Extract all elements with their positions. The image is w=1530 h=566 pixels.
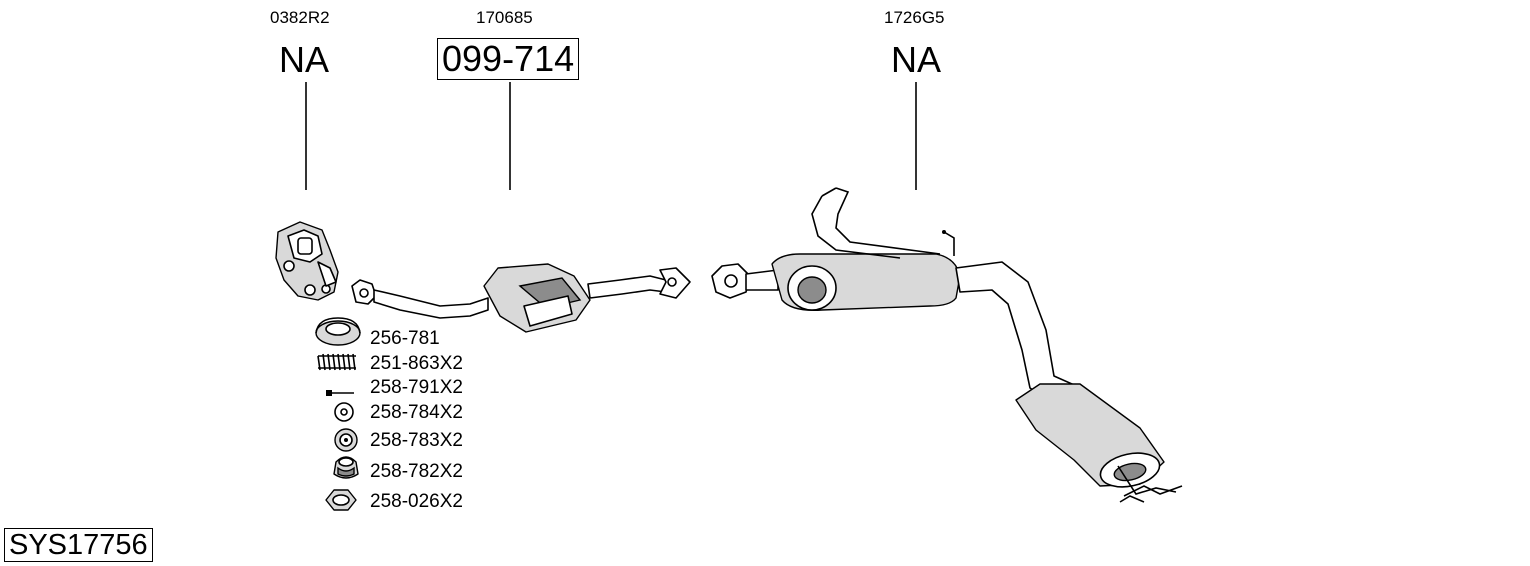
- section-ref-silencer: 1726G5: [884, 8, 945, 27]
- catalyst-pipe-icon: [351, 263, 691, 333]
- part-number-catalyst[interactable]: 099-714: [437, 38, 580, 80]
- bolt-icon: [326, 390, 354, 396]
- fitting-label-258-791[interactable]: 258-791X2: [370, 377, 463, 398]
- washer-icon: [334, 402, 354, 422]
- section-ref-catalyst: 170685: [476, 8, 533, 27]
- rubber-mount-icon: [334, 428, 358, 452]
- rubber-bush-icon: [333, 456, 359, 479]
- fitting-label-258-026[interactable]: 258-026X2: [370, 491, 463, 512]
- fitting-label-256-781[interactable]: 256-781: [370, 328, 440, 349]
- part-number-manifold[interactable]: NA: [279, 39, 330, 80]
- manifold-icon: [275, 221, 339, 301]
- fitting-label-251-863[interactable]: 251-863X2: [370, 353, 463, 374]
- part-number-silencer[interactable]: NA: [891, 39, 942, 80]
- hex-nut-icon: [325, 489, 357, 511]
- fitting-label-258-784[interactable]: 258-784X2: [370, 402, 463, 423]
- spring-icon: [317, 353, 356, 371]
- rear-silencer-assembly-icon: [711, 187, 1183, 503]
- section-ref-manifold: 0382R2: [270, 8, 330, 27]
- fitting-label-258-783[interactable]: 258-783X2: [370, 430, 463, 451]
- system-code-badge: SYS17756: [4, 528, 153, 562]
- gasket-ring-icon: [315, 317, 361, 346]
- fitting-label-258-782[interactable]: 258-782X2: [370, 461, 463, 482]
